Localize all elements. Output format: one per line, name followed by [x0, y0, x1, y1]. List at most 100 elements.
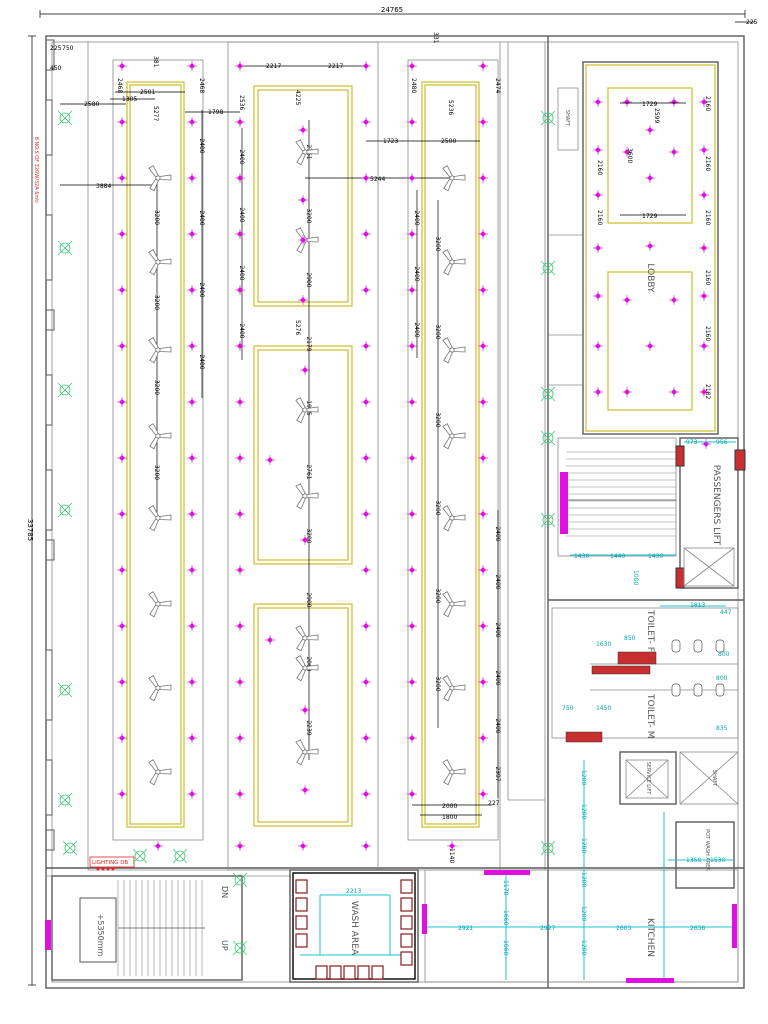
- light-point-icon: [300, 365, 310, 375]
- kitchen-vdim-7: 1660: [502, 910, 509, 925]
- lighting-db-label: LIGHTING DB: [92, 860, 128, 866]
- wc-fixture: [693, 683, 703, 697]
- light-point-icon: [361, 733, 371, 743]
- cove-light-bay-3: [421, 81, 480, 828]
- shaft2-label: SHAFT: [711, 770, 717, 787]
- lobby-dim-2160e: 2160: [704, 326, 711, 341]
- ceiling-fan-icon: [148, 759, 172, 786]
- right-offset-dimension: 225: [746, 19, 758, 26]
- dim-5236: 5236: [447, 100, 454, 115]
- light-point-icon: [235, 621, 245, 631]
- light-point-icon: [300, 785, 310, 795]
- toilet-f-dim-1630: 1630: [596, 641, 611, 648]
- dim-col5-2: 2400: [494, 622, 501, 637]
- top-dimension-strings: 2580 3884 1305 2501 2468 2468 1798 2217 …: [50, 32, 501, 335]
- dim-col4b-2: 3200: [434, 412, 441, 427]
- wc-fixture: [693, 639, 703, 653]
- ceiling-fan-icon: [148, 423, 172, 450]
- dim-450-small: 450: [50, 65, 62, 72]
- wash-sink: [400, 933, 413, 948]
- dim-3884: 3884: [96, 183, 111, 190]
- light-point-icon: [699, 341, 709, 351]
- light-point-icon: [361, 397, 371, 407]
- kitchen-area: KITCHEN 2921 2927 2603 2636 120012001200…: [422, 760, 739, 983]
- light-point-icon: [117, 397, 127, 407]
- light-point-icon: [187, 733, 197, 743]
- light-point-icon: [593, 387, 603, 397]
- wash-dim-2213: 2213: [346, 888, 361, 895]
- light-point-icon: [593, 243, 603, 253]
- light-point-icon: [300, 535, 310, 545]
- light-point-icon: [235, 453, 245, 463]
- light-point-icon: [478, 61, 488, 71]
- kitchen-label: KITCHEN: [645, 918, 655, 957]
- light-point-icon: [361, 285, 371, 295]
- dim-1800: 1800: [442, 814, 457, 821]
- ceiling-fan-icon: [148, 249, 172, 276]
- dim-4225: 4225: [294, 90, 301, 105]
- wash-sink: [295, 897, 308, 912]
- dim-col1-0: 2400: [198, 138, 205, 153]
- potwash-dim-1350: 1350: [686, 857, 701, 864]
- ceiling-fan-icon: [148, 675, 172, 702]
- dim-2500: 2500: [441, 138, 456, 145]
- exterior-fixture-icon: [540, 840, 556, 856]
- light-point-icon: [407, 453, 417, 463]
- light-point-icon: [699, 291, 709, 301]
- exterior-fixture-icon: [172, 848, 188, 864]
- pot-wash-area: POT WASH AREA 1350 1530: [668, 821, 735, 889]
- kitchen-vdim-3: 1200: [580, 872, 587, 887]
- service-lift-area: SERVICE LIFT SHAFT: [619, 751, 739, 805]
- light-point-icon: [187, 453, 197, 463]
- ceiling-fan-icon: [442, 423, 466, 450]
- toilet-m-dim-800: 800: [716, 675, 728, 682]
- light-point-icon: [235, 117, 245, 127]
- lobby-dim-2182: 2182: [704, 384, 711, 399]
- ceiling-fan-icon: [295, 397, 319, 424]
- toilet-m-dim-750: 750: [562, 705, 574, 712]
- toilet-m-dim-1450: 1450: [596, 705, 611, 712]
- lobby-dim-1729b: 1729: [642, 213, 657, 220]
- dim-col5-3: 2400: [494, 670, 501, 685]
- cove-light-bay-2c: [253, 603, 353, 827]
- ceiling-fan-icon: [148, 165, 172, 192]
- exterior-fixture-icon: [62, 840, 78, 856]
- dim-2536: 2536: [238, 95, 245, 110]
- toilet-m-label: TOILET- M: [645, 693, 655, 738]
- passengers-lift: PASSENGERS LIFT 973 956: [675, 437, 746, 589]
- kitchen-vdim-1: 1200: [580, 804, 587, 819]
- kitchen-dim-2603: 2603: [616, 925, 631, 932]
- light-point-icon: [117, 229, 127, 239]
- exterior-fixture-icon: [540, 386, 556, 402]
- toilet-f-dim-447: 447: [720, 609, 732, 616]
- light-point-icon: [117, 285, 127, 295]
- exterior-fixture-icon: [57, 682, 73, 698]
- lobby-label: LOBBY: [645, 263, 655, 293]
- dim-col3-9: 2239: [305, 720, 312, 735]
- light-point-icon: [593, 145, 603, 155]
- dim-col5-5: 2397: [494, 766, 501, 781]
- light-point-icon: [235, 677, 245, 687]
- wash-sink: [295, 933, 308, 948]
- light-point-icon: [361, 677, 371, 687]
- light-point-icon: [187, 117, 197, 127]
- light-point-icon: [265, 635, 275, 645]
- dim-col5-0: 2400: [494, 526, 501, 541]
- dim-1798: 1798: [208, 109, 223, 116]
- light-point-icon: [407, 509, 417, 519]
- light-point-icon: [407, 677, 417, 687]
- dim-381: 381: [152, 56, 159, 68]
- exterior-fixture-icon: [232, 872, 248, 888]
- dim-col4-0: 2400: [413, 210, 420, 225]
- dim-col2-3: 2400: [238, 323, 245, 338]
- dim-col4b-5: 3200: [434, 676, 441, 691]
- light-point-icon: [478, 173, 488, 183]
- light-point-icon: [645, 241, 655, 251]
- light-point-icon: [187, 341, 197, 351]
- light-point-icon: [361, 789, 371, 799]
- light-point-icon: [187, 621, 197, 631]
- light-point-icon: [117, 565, 127, 575]
- dim-2217b: 2217: [328, 63, 343, 70]
- light-point-icon: [117, 677, 127, 687]
- light-point-icon: [235, 397, 245, 407]
